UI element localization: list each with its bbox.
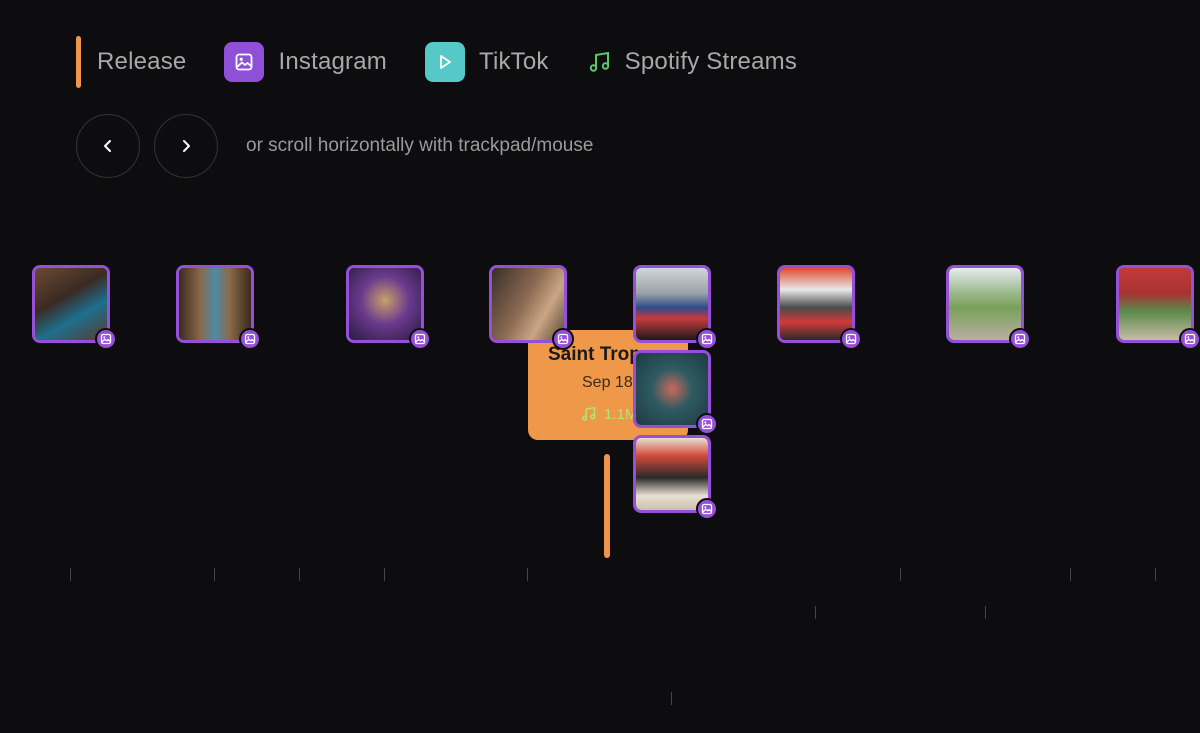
- image-icon: [409, 328, 431, 350]
- timeline-nav: or scroll horizontally with trackpad/mou…: [76, 114, 593, 178]
- timeline-tick: [1155, 568, 1156, 581]
- instagram-post[interactable]: [946, 265, 1024, 343]
- legend-spotify-label: Spotify Streams: [624, 48, 798, 75]
- legend-release: Release: [76, 36, 186, 88]
- post-thumbnail: [179, 268, 251, 340]
- music-note-icon: [581, 406, 596, 421]
- instagram-post[interactable]: [633, 435, 711, 513]
- scroll-right-button[interactable]: [154, 114, 218, 178]
- release-marker-line: [604, 454, 610, 558]
- scroll-left-button[interactable]: [76, 114, 140, 178]
- image-icon: [224, 42, 265, 82]
- chevron-right-icon: [183, 140, 190, 152]
- instagram-post[interactable]: [777, 265, 855, 343]
- timeline-tick: [384, 568, 385, 581]
- legend-tiktok-label: TikTok: [478, 48, 549, 75]
- legend-instagram-label: Instagram: [278, 48, 387, 75]
- image-icon: [840, 328, 862, 350]
- timeline-tick: [299, 568, 300, 581]
- post-thumbnail: [636, 353, 708, 425]
- timeline-tick: [1070, 568, 1071, 581]
- post-thumbnail: [636, 438, 708, 510]
- play-icon: [424, 42, 465, 82]
- instagram-post[interactable]: [489, 265, 567, 343]
- timeline-tick: [70, 568, 71, 581]
- instagram-post[interactable]: [633, 265, 711, 343]
- instagram-post[interactable]: [346, 265, 424, 343]
- release-date: Sep 18: [582, 374, 633, 391]
- image-icon: [696, 328, 718, 350]
- timeline-tick: [214, 568, 215, 581]
- image-icon: [1009, 328, 1031, 350]
- legend-spotify: Spotify Streams: [587, 48, 797, 76]
- image-icon: [95, 328, 117, 350]
- instagram-post[interactable]: [32, 265, 110, 343]
- post-thumbnail: [780, 268, 852, 340]
- chevron-left-icon: [104, 140, 111, 152]
- instagram-post[interactable]: [633, 350, 711, 428]
- timeline-tick: [985, 606, 986, 619]
- post-thumbnail: [35, 268, 107, 340]
- music-note-icon: [587, 49, 613, 75]
- post-thumbnail: [349, 268, 421, 340]
- timeline-tick: [527, 568, 528, 581]
- instagram-post[interactable]: [1116, 265, 1194, 343]
- post-thumbnail: [492, 268, 564, 340]
- timeline-tick: [671, 692, 672, 705]
- release-marker-icon: [76, 36, 81, 88]
- release-title: Saint Trop: [548, 344, 641, 365]
- timeline-tick: [815, 606, 816, 619]
- image-icon: [696, 413, 718, 435]
- legend: Release Instagram TikTok Spotify Streams: [76, 36, 835, 88]
- image-icon: [552, 328, 574, 350]
- instagram-post[interactable]: [176, 265, 254, 343]
- legend-release-label: Release: [97, 48, 187, 75]
- image-icon: [696, 498, 718, 520]
- legend-instagram: Instagram: [224, 42, 387, 82]
- scroll-hint: or scroll horizontally with trackpad/mou…: [246, 135, 594, 156]
- legend-tiktok: TikTok: [424, 42, 549, 82]
- image-icon: [239, 328, 261, 350]
- post-thumbnail: [636, 268, 708, 340]
- image-icon: [1179, 328, 1200, 350]
- release-streams-value: 1.1M: [604, 405, 638, 423]
- post-thumbnail: [1119, 268, 1191, 340]
- post-thumbnail: [949, 268, 1021, 340]
- release-streams: 1.1M: [580, 405, 637, 423]
- timeline-tick: [900, 568, 901, 581]
